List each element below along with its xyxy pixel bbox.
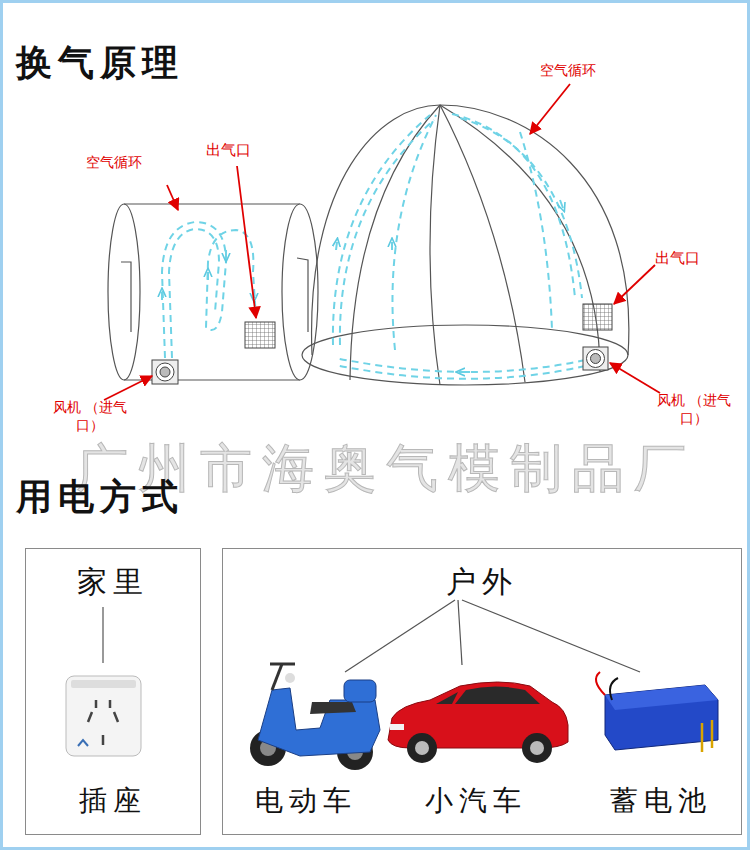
panel-box: 户外电动车 小汽车 蓄电池 xyxy=(222,548,742,835)
section-title: 换气原理 xyxy=(16,40,184,85)
box-heading-holder: 家里 xyxy=(26,563,200,601)
item-label-holder: 蓄电池 xyxy=(591,783,731,818)
item-label: 小汽车 xyxy=(425,783,527,818)
item-label-holder: 小汽车 xyxy=(406,783,546,818)
outlet-label-holder: 出气口 xyxy=(655,248,725,268)
panel-box: 家里插座 xyxy=(25,548,201,835)
outlet-label: 出气口 xyxy=(206,141,251,160)
section-title-holder: 换气原理 xyxy=(16,40,184,85)
fan-label-holder: 风机 （进气口） xyxy=(652,392,736,427)
flow-label-holder: 空气循环 xyxy=(540,60,630,80)
item-label-holder: 插座 xyxy=(26,783,200,818)
outlet-label: 出气口 xyxy=(655,249,700,268)
flow-label-holder: 空气循环 xyxy=(86,152,176,172)
fan-label-holder: 风机 （进气口） xyxy=(48,399,132,434)
item-label: 插座 xyxy=(79,783,147,818)
outlet-label-holder: 出气口 xyxy=(206,140,276,160)
section-title: 用电方式 xyxy=(16,474,184,519)
section-title-holder: 用电方式 xyxy=(16,474,184,519)
flow-label: 空气循环 xyxy=(540,62,596,80)
item-label-holder: 电动车 xyxy=(236,783,376,818)
fan-label: 风机 （进气口） xyxy=(48,399,132,434)
box-heading: 户外 xyxy=(446,563,518,601)
flow-label: 空气循环 xyxy=(86,154,142,172)
item-label: 电动车 xyxy=(255,783,357,818)
fan-label: 风机 （进气口） xyxy=(652,392,736,427)
box-heading-holder: 户外 xyxy=(223,563,741,601)
item-label: 蓄电池 xyxy=(610,783,712,818)
box-heading: 家里 xyxy=(77,563,149,601)
